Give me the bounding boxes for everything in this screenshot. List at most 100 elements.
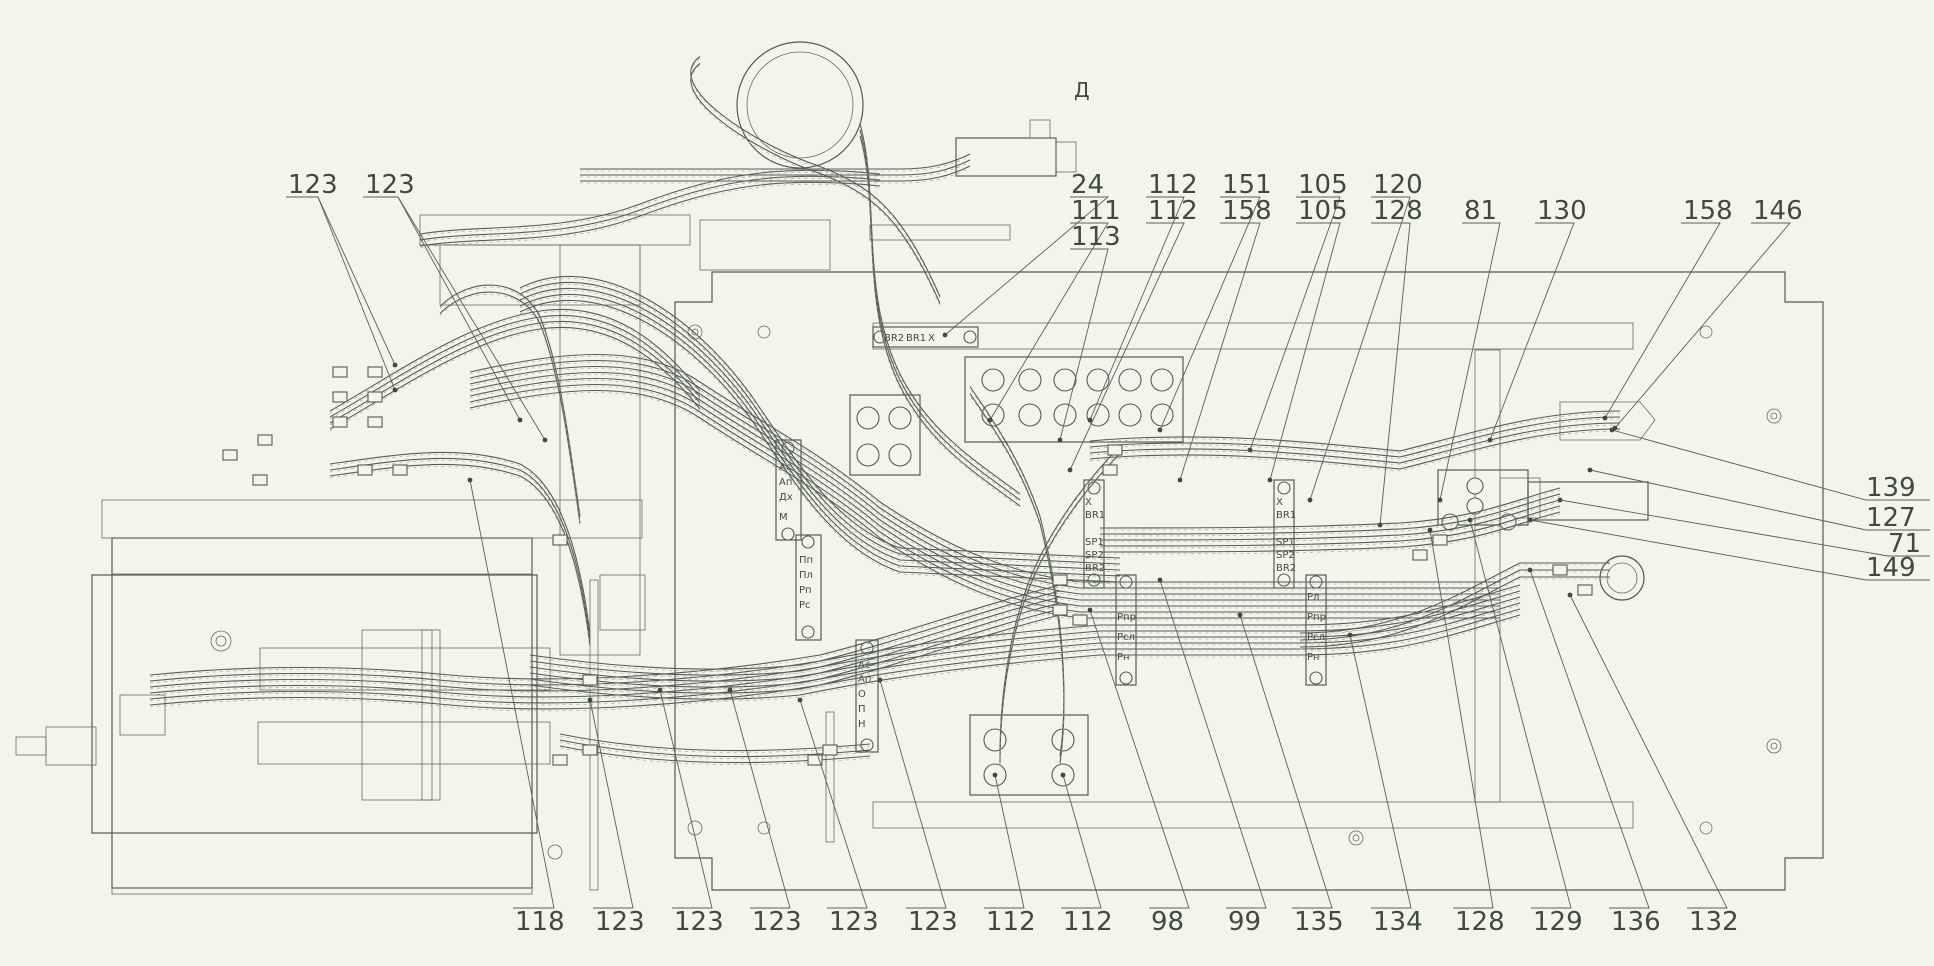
- hose-line: [859, 135, 1021, 507]
- fitting-plate-lower: [969, 714, 1089, 796]
- leader-line: [1269, 222, 1341, 481]
- hose-bundle: [1099, 487, 1561, 555]
- hose-line: [1089, 410, 1621, 452]
- leader-line: [589, 699, 634, 909]
- hose-fitting: [367, 391, 383, 403]
- hose-braid: [469, 392, 1500, 621]
- hose-line: [1089, 416, 1621, 458]
- leader-line: [363, 196, 521, 421]
- callout-leaders: [286, 196, 1930, 909]
- hose-line: [580, 165, 971, 182]
- leader-dot: [587, 697, 593, 703]
- leader-dot: [392, 387, 398, 393]
- port-label: Ап: [779, 477, 792, 488]
- hose-braid: [1299, 564, 1610, 636]
- hose-line: [529, 608, 1521, 694]
- hose-line: [580, 153, 971, 170]
- hose-fitting: [257, 434, 273, 446]
- leader-dot: [657, 687, 663, 693]
- hose-braid: [969, 395, 1065, 766]
- callout-label: 123: [829, 907, 879, 937]
- hose-line: [329, 309, 701, 412]
- callout-label: 81: [1464, 196, 1497, 226]
- port-label: М: [779, 512, 788, 523]
- callout-label: 146: [1753, 196, 1803, 226]
- hose-line: [149, 590, 1061, 686]
- callout-label: 158: [1683, 196, 1733, 226]
- hose-line: [859, 123, 1021, 495]
- hose-bundle: [999, 446, 1121, 766]
- hose-fitting: [1412, 549, 1428, 561]
- hose-braid: [999, 448, 1121, 759]
- leader-line: [799, 699, 868, 909]
- hose-braid: [149, 604, 1061, 700]
- port-label: SP1: [1085, 537, 1104, 548]
- callout-label: 135: [1294, 907, 1344, 937]
- hose-fitting: [1052, 604, 1068, 616]
- hose-braid: [529, 604, 1521, 690]
- hose-braid: [469, 356, 1500, 585]
- hose-braid: [329, 460, 591, 643]
- leader-line: [1349, 634, 1412, 909]
- callout-label: 132: [1689, 907, 1739, 937]
- hose-fitting: [807, 754, 823, 766]
- hose-braid: [519, 296, 1121, 579]
- block-lower: Рпр Рсл Рн: [1115, 574, 1137, 686]
- hose-line: [1099, 499, 1561, 541]
- hose-braid: [859, 137, 1021, 509]
- hose-bundle: [1299, 562, 1610, 650]
- hose-braid: [1099, 513, 1561, 555]
- hose-line: [519, 288, 1121, 571]
- leader-line: [1429, 529, 1494, 909]
- hose-fitting: [552, 754, 568, 766]
- hose-bundle: [529, 584, 1521, 702]
- hose-line: [1099, 487, 1561, 529]
- hose-braid: [859, 125, 1021, 497]
- hose-braid: [329, 454, 591, 637]
- hose-braid: [149, 598, 1061, 694]
- leader-line: [1604, 222, 1721, 419]
- hose-braid: [469, 368, 1500, 597]
- top-tank: [699, 41, 1077, 271]
- hose-braid: [469, 386, 1500, 615]
- fitting-plate-upper: [964, 356, 1184, 443]
- callout-label: 105: [1298, 170, 1348, 200]
- base-plate: [674, 271, 1824, 891]
- leader-dot: [1177, 477, 1183, 483]
- leader-dot: [1467, 517, 1473, 523]
- hose-bundle: [329, 451, 591, 649]
- hose-fitting: [582, 744, 598, 756]
- hose-line: [149, 608, 1061, 704]
- leader-line: [1439, 222, 1501, 501]
- port-label: BR2: [1276, 563, 1296, 574]
- hose-line: [1089, 422, 1621, 464]
- hose-line: [1299, 562, 1610, 634]
- hose-braid: [149, 610, 1061, 706]
- hose-line: [580, 159, 971, 176]
- hose-bundle: [439, 284, 581, 526]
- leader-line: [729, 689, 791, 909]
- hose-braid: [1299, 578, 1610, 650]
- hose-line: [529, 596, 1521, 682]
- hose-braid: [529, 586, 1521, 672]
- hose-braid: [149, 616, 1061, 712]
- callout-label: 118: [515, 907, 565, 937]
- hose-line: [469, 389, 1500, 619]
- port-label: Пп: [799, 555, 813, 566]
- hose-line: [519, 300, 1121, 583]
- callout-label: 127: [1866, 503, 1916, 533]
- callout-label: 129: [1533, 907, 1583, 937]
- callout-label: 151: [1222, 170, 1272, 200]
- hose-fitting: [1107, 444, 1123, 456]
- hose-bundle: [859, 123, 1021, 509]
- leader-line: [989, 222, 1109, 421]
- hose-braid: [469, 380, 1500, 609]
- hose-bundle: [969, 386, 1065, 766]
- hose-line: [519, 294, 1121, 577]
- leader-dot: [1427, 527, 1433, 533]
- callout-label: 123: [595, 907, 645, 937]
- hose-fitting: [222, 449, 238, 461]
- hose-braid: [419, 183, 881, 249]
- port-label: BR1: [1276, 510, 1296, 521]
